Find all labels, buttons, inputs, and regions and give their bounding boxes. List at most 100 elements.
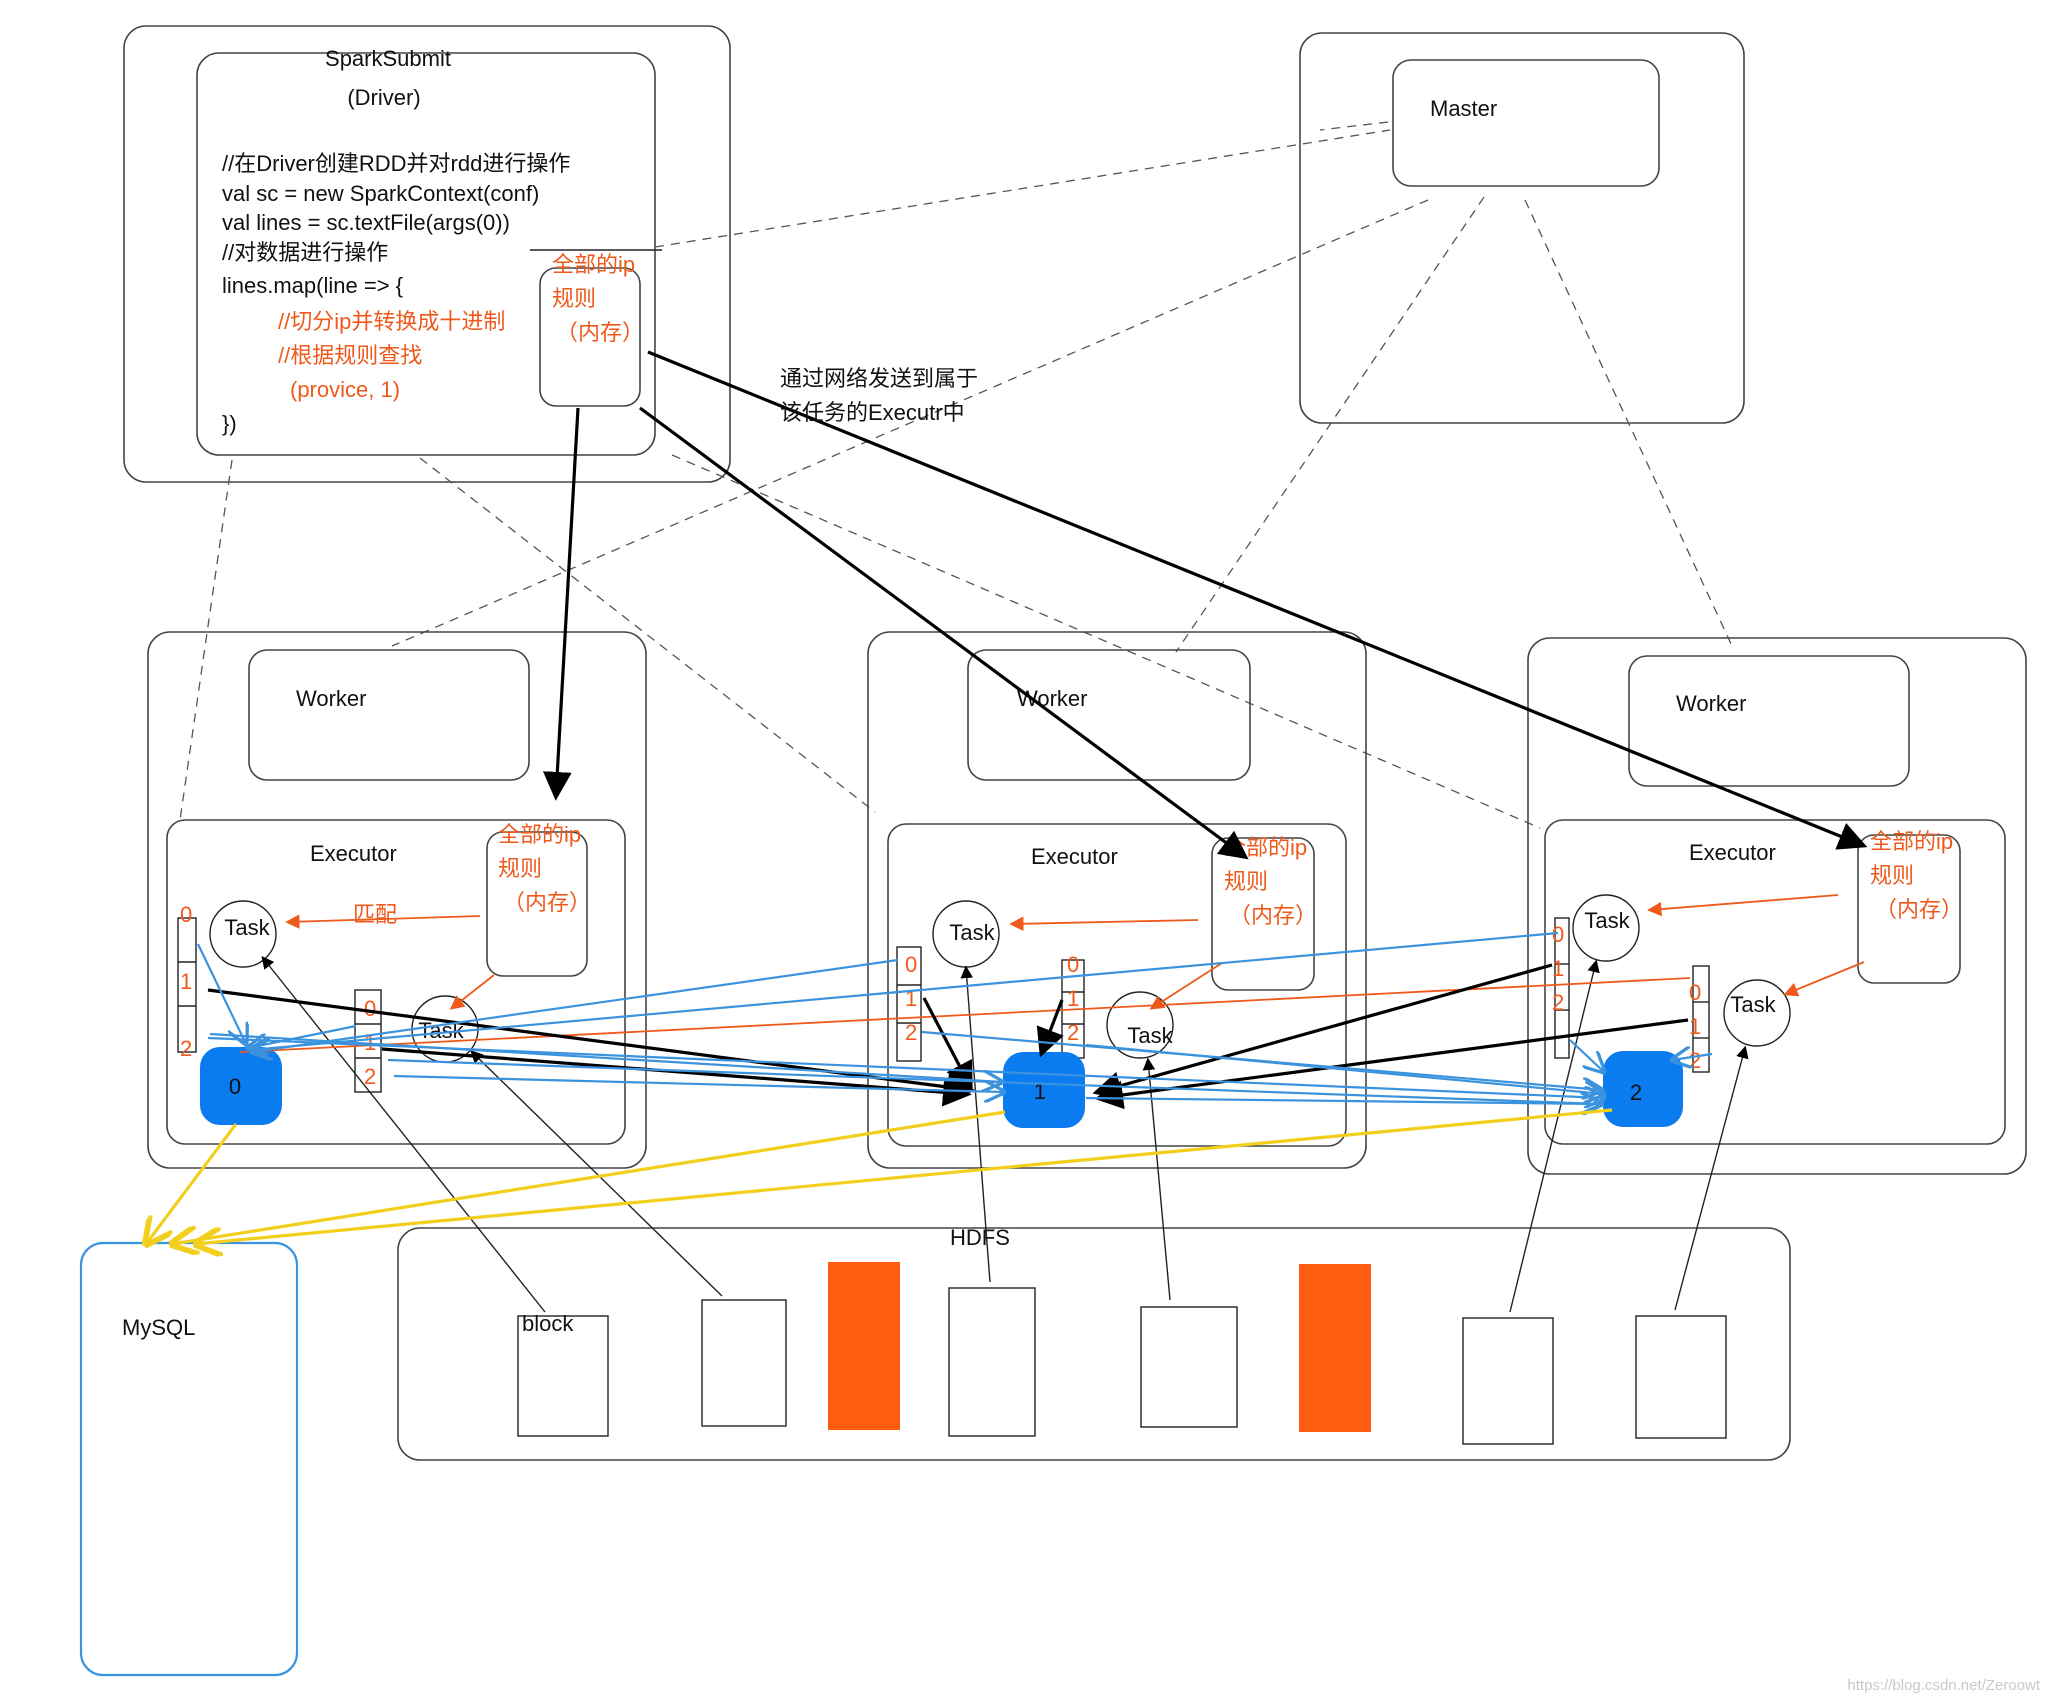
executor-2-task-b-label: Task <box>1127 1023 1173 1048</box>
driver-rules-line-3: （内存） <box>556 320 644 345</box>
executor-1-task-a <box>209 900 277 968</box>
code-line-1: //在Driver创建RDD并对rdd进行操作 <box>222 151 570 176</box>
shuffle-blue-10 <box>1085 1098 1602 1104</box>
executor-2-partition-b-2: 2 <box>1067 1020 1079 1045</box>
shuffle-black-2 <box>381 1047 972 1107</box>
worker-3-outer-box <box>1527 637 2027 1175</box>
executor-1-rules-box <box>486 831 588 977</box>
write-arrow-1 <box>172 1110 1006 1244</box>
executor-3-box <box>1544 819 2006 1145</box>
driver-executor2-link <box>419 457 876 813</box>
hdfs-block-6-highlighted <box>1299 1264 1371 1432</box>
executor-1-partition-b-0: 0 <box>364 996 376 1021</box>
executor-2-partition-b-1: 1 <box>1067 986 1079 1011</box>
shuffle-arrows-blue <box>197 931 1713 1104</box>
executor-2-box <box>887 823 1347 1147</box>
hdfs-box <box>397 1227 1791 1461</box>
master-worker3-link <box>1524 199 1733 647</box>
sparksubmit-box <box>123 25 731 483</box>
executor-3-task-a-label: Task <box>1584 908 1630 933</box>
executor-3-partition-b-2: 2 <box>1689 1048 1701 1073</box>
executor-2-label: Executor <box>1031 844 1118 869</box>
worker-3-label: Worker <box>1676 691 1747 716</box>
mysql-label: MySQL <box>122 1315 195 1340</box>
lookup-arrow-2a <box>1009 916 1199 931</box>
driver-master-link <box>654 129 1391 248</box>
executor-2-partitions-a <box>896 946 922 1062</box>
broadcast-arrow-worker-1 <box>542 407 580 801</box>
executor-1-partition-a-2: 2 <box>180 1036 192 1061</box>
code-line-2: val sc = new SparkContext(conf) <box>222 181 539 206</box>
read-arrow-2 <box>470 1050 723 1297</box>
network-note-line-2: 该任务的Executr中 <box>780 400 965 425</box>
shuffle-blue-12 <box>1569 1039 1604 1072</box>
master-inner-box <box>1392 59 1660 187</box>
code-line-4: //对数据进行操作 <box>222 240 388 265</box>
write-arrow-0 <box>146 1123 238 1244</box>
hdfs-block-2 <box>701 1299 787 1427</box>
read-arrow-6 <box>1674 1045 1749 1311</box>
hdfs-block-4 <box>948 1287 1036 1437</box>
executor-2-partition-a-2: 2 <box>905 1020 917 1045</box>
executor-3-rules-line-2: 规则 <box>1870 863 1914 888</box>
executor-2-task-a-label: Task <box>949 920 995 945</box>
hdfs-block-3-highlighted <box>828 1262 900 1430</box>
driver-executor3-link <box>671 454 1541 829</box>
executor-2-rules-line-1: 全部的ip <box>1224 835 1307 860</box>
hdfs-node: HDFS block <box>397 1225 1791 1461</box>
code-line-end: }) <box>222 411 237 436</box>
executor-1-partitions-a <box>177 917 197 1053</box>
shuffle-blue-11 <box>1085 1043 1604 1094</box>
driver-inner-box <box>196 52 656 456</box>
shuffle-black-5 <box>1092 963 1553 1100</box>
code-orange-1: //切分ip并转换成十进制 <box>278 309 505 334</box>
lookup-arrow-1a <box>285 914 481 929</box>
executor-2-partition-b-0: 0 <box>1067 952 1079 977</box>
shuffle-blue-3 <box>197 943 246 1044</box>
shuffle-blue-1 <box>250 931 1559 1050</box>
broadcast-arrow-worker-3 <box>647 350 1868 850</box>
broadcast-arrow-worker-2 <box>639 406 1249 860</box>
master-worker1-link <box>391 199 1429 647</box>
master-label: Master <box>1430 96 1497 121</box>
executor-2-partition-a-1: 1 <box>905 986 917 1011</box>
hdfs-read-arrows <box>261 956 1749 1313</box>
master-worker2-link <box>1175 196 1485 653</box>
read-arrow-3 <box>960 965 991 1283</box>
shuffle-blue-2 <box>252 958 899 1052</box>
lookup-arrow-1b <box>449 974 495 1010</box>
executor-2-rules-line-3: （内存） <box>1229 903 1317 928</box>
executor-3-rules-box <box>1857 834 1961 984</box>
shuffle-blue-5 <box>209 1032 1002 1082</box>
read-arrow-4 <box>1142 1057 1171 1301</box>
read-arrow-5 <box>1509 959 1600 1313</box>
result-partition-0 <box>200 1047 282 1125</box>
shuffle-black-6 <box>1094 1018 1689 1110</box>
master-outer-box <box>1299 32 1745 424</box>
executor-3-partitions-a <box>1554 917 1570 1059</box>
write-arrow-2 <box>196 1108 1613 1244</box>
executor-2-task-b <box>1106 991 1174 1059</box>
hdfs-block-5 <box>1140 1306 1238 1428</box>
shuffle-blue-6 <box>393 1074 1004 1092</box>
driver-rules-line-1: 全部的ip <box>552 252 635 277</box>
executor-3-partition-b-0: 0 <box>1689 980 1701 1005</box>
shuffle-black-3 <box>922 997 973 1092</box>
code-line-5: lines.map(line => { <box>222 273 403 298</box>
driver-rules-box <box>539 267 641 407</box>
executor-3-rules-line-1: 全部的ip <box>1870 829 1953 854</box>
driver-executor1-link <box>179 459 233 821</box>
result-partition-2-label: 2 <box>1630 1080 1642 1105</box>
executor-3-task-a <box>1572 894 1640 962</box>
shuffle-blue-7 <box>207 1036 1604 1098</box>
executor-1-partition-a-1: 1 <box>180 969 192 994</box>
worker-1-outer-box <box>147 631 647 1169</box>
hdfs-block-7 <box>1462 1317 1554 1445</box>
executor-1-partition-b-2: 2 <box>364 1064 376 1089</box>
worker-node-1: Worker Executor 全部的ip 规则 （内存） 匹配 Task Ta… <box>147 631 647 1169</box>
shuffle-blue-13 <box>1672 1054 1713 1060</box>
network-note-line-1: 通过网络发送到属于 <box>780 366 978 391</box>
lookup-arrow-2b <box>1149 962 1223 1010</box>
watermark: https://blog.csdn.net/Zeroowt <box>1847 1677 2040 1694</box>
